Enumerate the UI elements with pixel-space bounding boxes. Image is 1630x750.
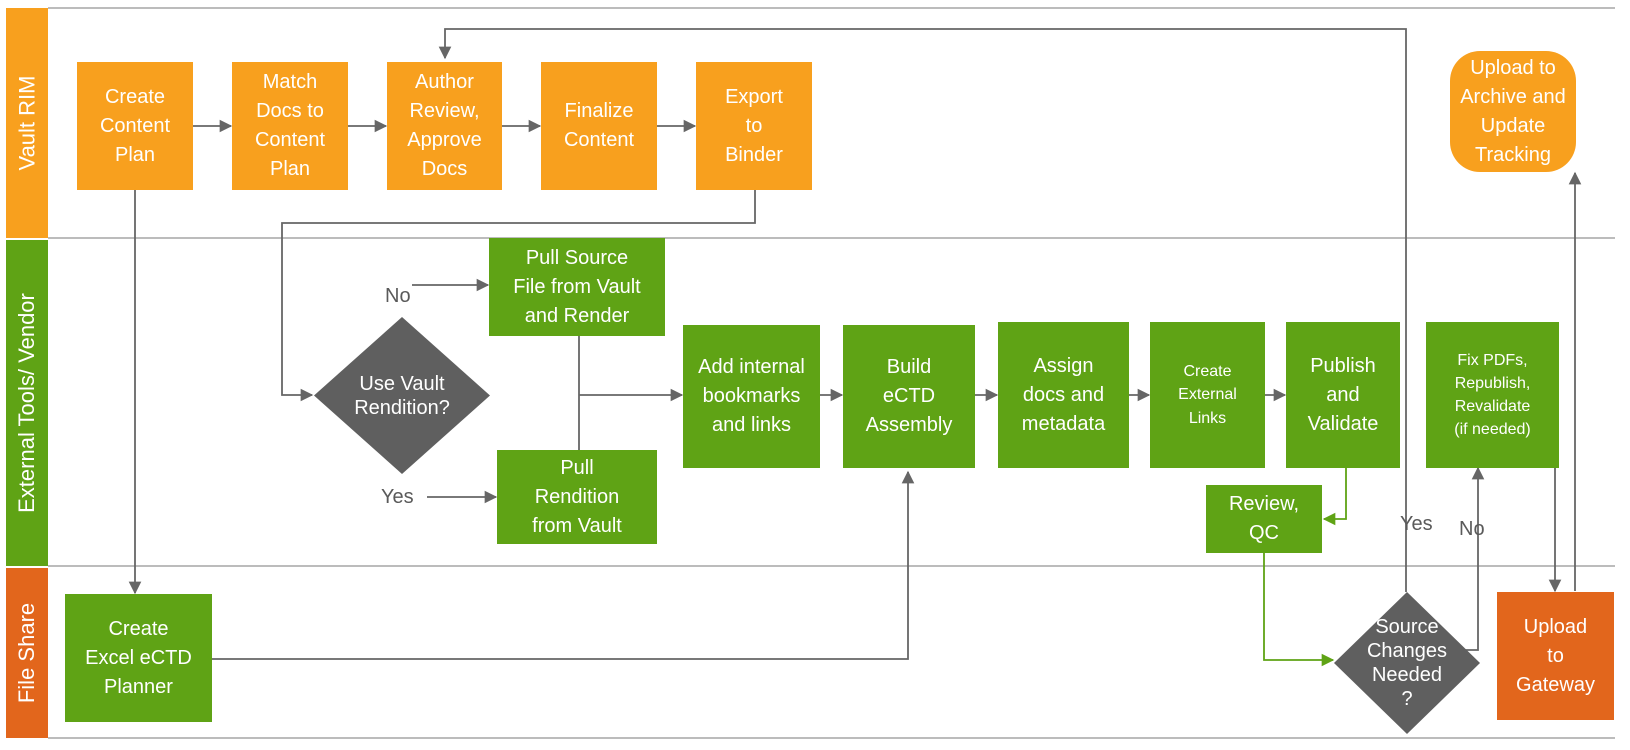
pull-source-box: Pull Source File from Vault and Render — [489, 238, 665, 336]
upload-archive-box: Upload to Archive and Update Tracking — [1450, 51, 1576, 172]
arrow-excel-to-build — [212, 470, 915, 660]
label-no-rendition: No — [385, 285, 411, 307]
label-yes-rendition: Yes — [381, 486, 414, 508]
export-binder-box: Export to Binder — [696, 62, 812, 190]
create-external-links-box: Create External Links — [1150, 322, 1265, 468]
finalize-content-box: Finalize Content — [541, 62, 657, 190]
fix-pdfs-box: Fix PDFs, Republish, Revalidate (if need… — [1426, 322, 1559, 468]
arrow-yes-back-to-author — [438, 28, 1407, 592]
add-bookmarks-box: Add internal bookmarks and links — [683, 325, 820, 468]
source-changes-decision: Source Changes Needed ? — [1334, 592, 1480, 734]
arrow-publish-to-review — [1322, 468, 1347, 526]
lane-vault-rim: Vault RIM — [6, 8, 48, 238]
build-ectd-box: Build eCTD Assembly — [843, 325, 975, 468]
label-no-source: No — [1459, 518, 1485, 540]
lane-external-tools: External Tools/ Vendor — [6, 240, 48, 566]
create-excel-planner-box: Create Excel eCTD Planner — [65, 594, 212, 722]
arrow-export-to-decision — [281, 190, 756, 402]
upload-gateway-box: Upload to Gateway — [1497, 592, 1614, 720]
label-yes-source: Yes — [1400, 513, 1433, 535]
source-changes-text: Source Changes Needed ? — [1366, 616, 1448, 710]
use-vault-rendition-text: Use Vault Rendition? — [354, 372, 450, 419]
publish-validate-box: Publish and Validate — [1286, 322, 1400, 468]
arrow-review-to-decision — [1263, 553, 1335, 667]
review-qc-box: Review, QC — [1206, 485, 1322, 553]
pull-rendition-box: Pull Rendition from Vault — [497, 450, 657, 544]
author-review-box: Author Review, Approve Docs — [387, 62, 502, 190]
match-docs-box: Match Docs to Content Plan — [232, 62, 348, 190]
create-content-plan-box: Create Content Plan — [77, 62, 193, 190]
assign-docs-box: Assign docs and metadata — [998, 322, 1129, 468]
use-vault-rendition-decision: Use Vault Rendition? — [314, 317, 490, 474]
lane-file-share: File Share — [6, 568, 48, 738]
